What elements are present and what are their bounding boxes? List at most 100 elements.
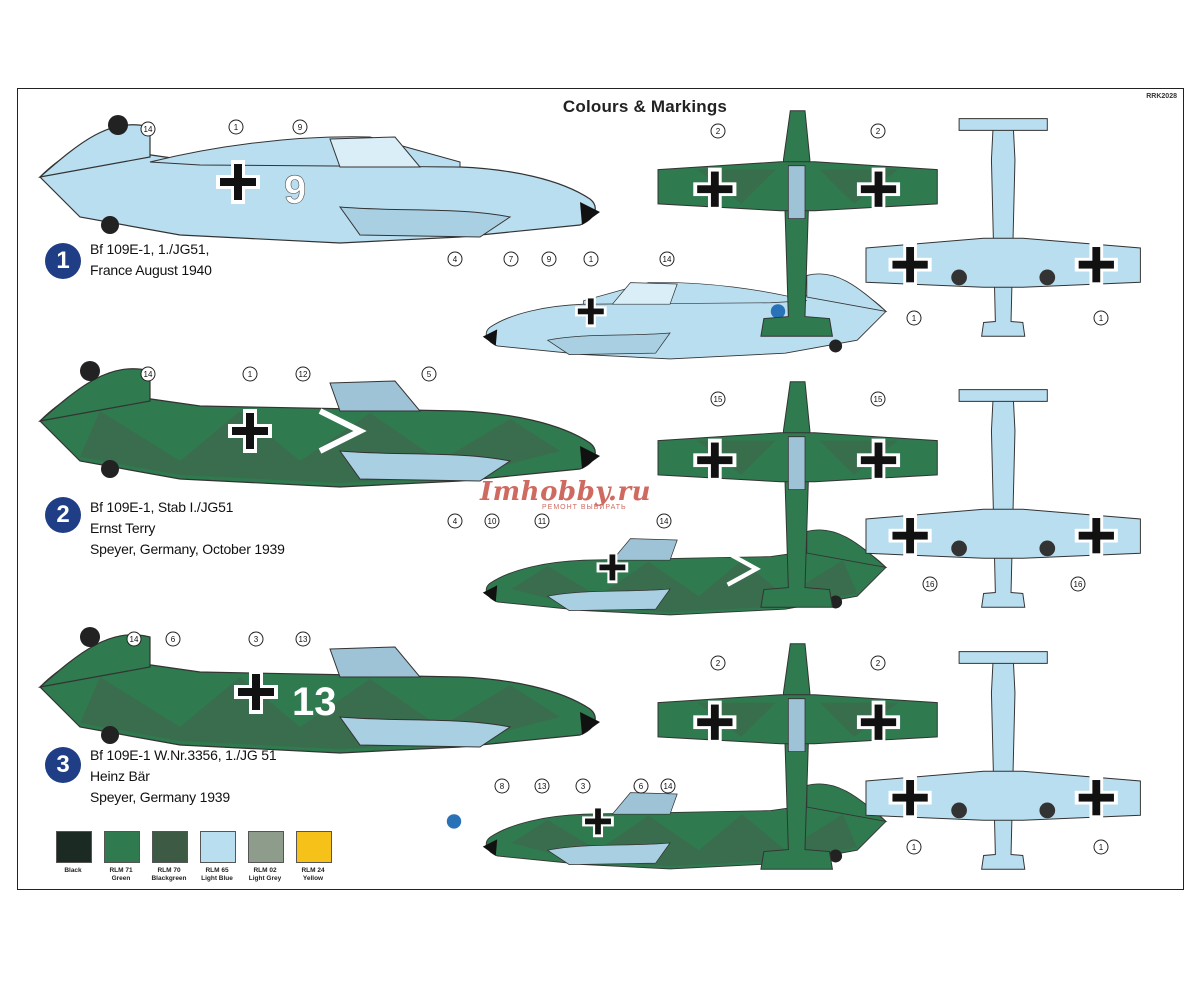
- callout-number: 1: [912, 843, 917, 852]
- callout-bubble: [421, 366, 437, 382]
- callout-bubble: [534, 513, 550, 529]
- color-swatch: [248, 831, 284, 863]
- callout-bubble: [870, 123, 886, 139]
- callout-number: 6: [639, 782, 644, 791]
- callout-number: 1: [248, 370, 253, 379]
- callout-bubble: [140, 121, 156, 137]
- callout-number: 15: [874, 395, 883, 404]
- callout-number: 4: [453, 255, 458, 264]
- callout-number: 10: [488, 517, 497, 526]
- scheme-number-2: 2: [45, 497, 81, 533]
- callout-number: 16: [926, 580, 935, 589]
- callout-number: 9: [298, 123, 303, 132]
- callout-bubble: [140, 366, 156, 382]
- callout-number: 13: [538, 782, 547, 791]
- scheme3-stbd-profile: [446, 783, 887, 870]
- callout-bubble: [710, 123, 726, 139]
- callout-bubble: [534, 778, 550, 794]
- callout-bubble: [575, 778, 591, 794]
- callout-bubble: [494, 778, 510, 794]
- scheme1-port-profile: 9: [39, 115, 601, 244]
- scheme2-stbd-profile: [482, 529, 887, 616]
- scheme-text-2: Bf 109E-1, Stab I./JG51 Ernst Terry Spey…: [90, 499, 285, 557]
- callout-number: 12: [299, 370, 308, 379]
- callout-bubble: [906, 839, 922, 855]
- scheme3-port-profile: 13: [39, 627, 601, 754]
- s3-code: 13: [292, 680, 337, 724]
- color-swatch: [200, 831, 236, 863]
- scheme-text-1: Bf 109E-1, 1./JG51, France August 1940: [90, 241, 212, 278]
- scheme-number-1: 1: [45, 243, 81, 279]
- callout-number: 1: [912, 314, 917, 323]
- color-swatch: [56, 831, 92, 863]
- callout-number: 9: [547, 255, 552, 264]
- callout-bubble: [583, 251, 599, 267]
- callout-number: 1: [1099, 843, 1104, 852]
- callout-bubble: [292, 119, 308, 135]
- color-swatch-label: Black: [64, 867, 82, 874]
- callout-bubble: [710, 391, 726, 407]
- color-swatch: [296, 831, 332, 863]
- watermark: Imhobby.ru РЕМОНТ ВЫБИРАТЬ: [480, 477, 652, 511]
- callout-bubble: [656, 513, 672, 529]
- callout-bubble: [870, 655, 886, 671]
- callout-bubble: [710, 655, 726, 671]
- color-swatch: [152, 831, 188, 863]
- callout-number: 14: [144, 125, 153, 134]
- callout-number: 4: [453, 517, 458, 526]
- callout-bubble: [484, 513, 500, 529]
- callout-bubble: [242, 366, 258, 382]
- callout-bubble: [633, 778, 649, 794]
- scheme1-bottom: [865, 118, 1141, 337]
- callout-bubble: [126, 631, 142, 647]
- scheme2-bottom: [865, 389, 1141, 608]
- callout-number: 13: [299, 635, 308, 644]
- callout-number: 1: [589, 255, 594, 264]
- callout-number: 14: [130, 635, 139, 644]
- callout-number: 5: [427, 370, 432, 379]
- callout-bubble: [165, 631, 181, 647]
- callout-number: 8: [500, 782, 505, 791]
- callout-number: 6: [171, 635, 176, 644]
- callout-number: 15: [714, 395, 723, 404]
- callout-number: 11: [538, 517, 547, 526]
- callout-number: 2: [716, 659, 721, 668]
- callout-bubble: [1070, 576, 1086, 592]
- callout-number: 7: [509, 255, 514, 264]
- scheme3-bottom: [865, 651, 1141, 870]
- scheme-text-3: Bf 109E-1 W.Nr.3356, 1./JG 51 Heinz Bär …: [90, 747, 277, 805]
- callout-number: 2: [876, 659, 881, 668]
- scheme-number-3: 3: [45, 747, 81, 783]
- callout-bubble: [447, 251, 463, 267]
- scheme1-stbd-profile: [482, 273, 887, 360]
- callout-bubble: [447, 513, 463, 529]
- callout-bubble: [503, 251, 519, 267]
- callout-bubble: [1093, 839, 1109, 855]
- callout-number: 14: [144, 370, 153, 379]
- callout-number: 1: [1099, 314, 1104, 323]
- callout-number: 2: [716, 127, 721, 136]
- callout-bubble: [659, 251, 675, 267]
- callout-bubble: [228, 119, 244, 135]
- callout-bubble: [541, 251, 557, 267]
- callout-bubble: [922, 576, 938, 592]
- instruction-sheet: Colours & Markings RRK2028: [17, 88, 1184, 890]
- callout-bubble: [295, 366, 311, 382]
- callout-bubble: [248, 631, 264, 647]
- callout-number: 14: [663, 255, 672, 264]
- callout-bubble: [906, 310, 922, 326]
- color-swatch: [104, 831, 140, 863]
- callout-number: 3: [254, 635, 259, 644]
- callout-bubble: [660, 778, 676, 794]
- artwork: 9: [39, 110, 1141, 870]
- callout-number: 1: [234, 123, 239, 132]
- callout-bubble: [1093, 310, 1109, 326]
- callout-bubble: [870, 391, 886, 407]
- page-title: Colours & Markings: [562, 97, 728, 116]
